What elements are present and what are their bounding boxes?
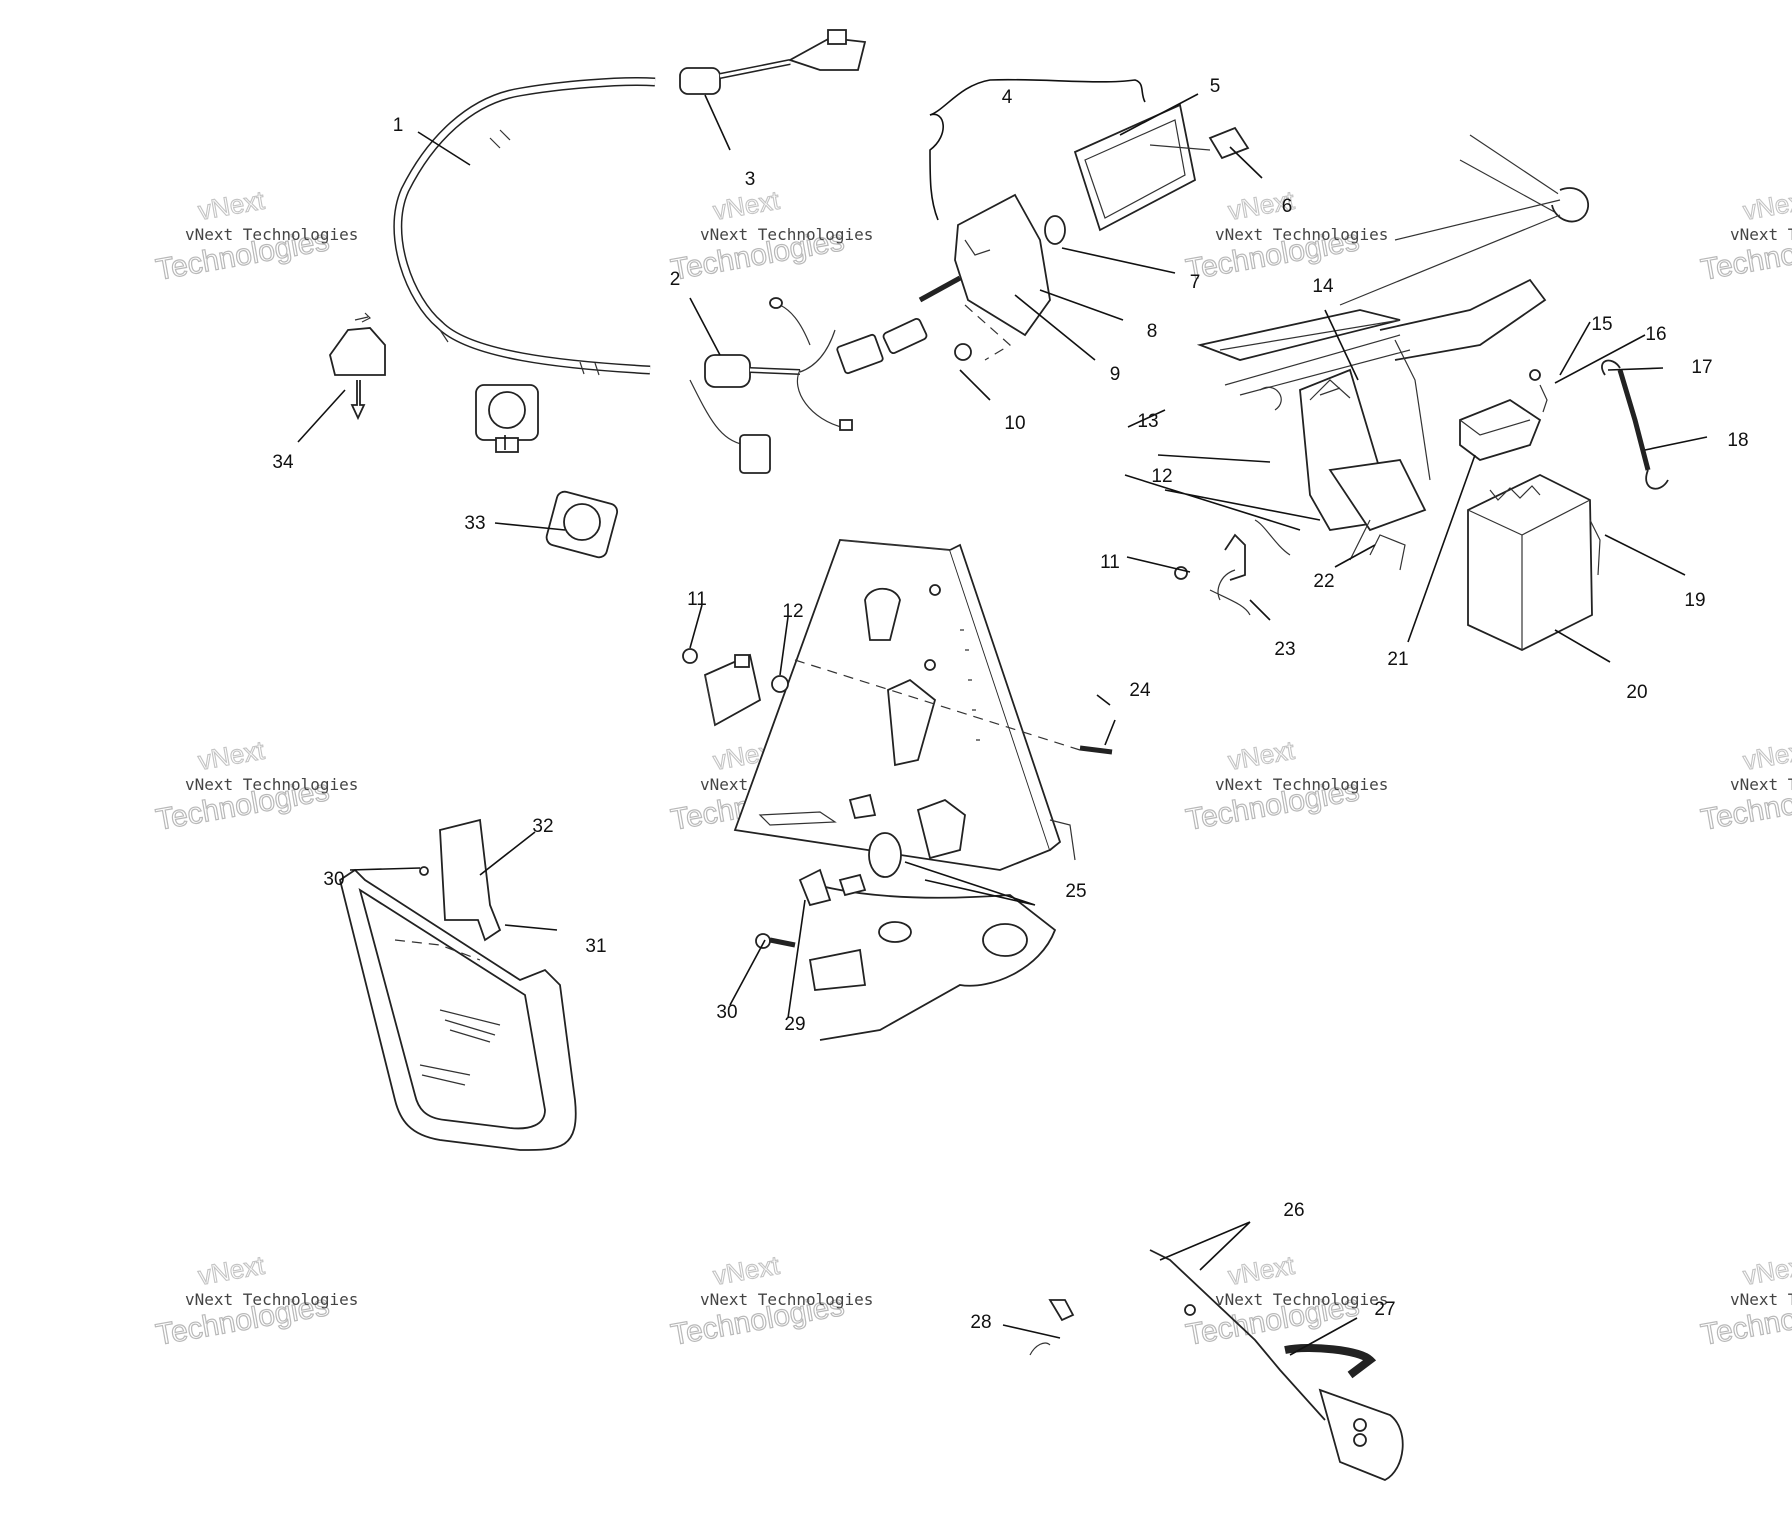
callout-30-right: 30 [716,1002,737,1023]
watermark-text: vNext Technologies [700,225,873,244]
callout-33: 33 [464,513,485,534]
watermark-text: vNext Technologies [1215,775,1388,794]
watermark-text: vNext Technologies [185,225,358,244]
callout-22: 22 [1313,571,1334,592]
watermark-text: vNext [196,1250,267,1291]
watermark-text: vNext Technologies [700,1290,873,1309]
watermark-text: vNext [1226,1250,1297,1291]
callout-13: 13 [1137,411,1158,432]
battery-20 [1459,398,1601,651]
callout-24: 24 [1129,680,1151,701]
callout-4: 4 [1002,87,1013,108]
watermark-text: vNext Technologies [185,1290,358,1309]
callout-8: 8 [1147,321,1158,342]
callout-32: 32 [532,816,553,837]
callout-25: 25 [1065,881,1086,902]
clamp-33 [475,384,619,559]
watermark-text: vNext Technologies [185,775,358,794]
callout-11-right: 11 [1100,552,1120,573]
callout-6: 6 [1282,196,1293,217]
watermark-text: vNext [196,185,267,226]
watermark-text: vNext Technologies [1215,1290,1388,1309]
callout-27: 27 [1374,1299,1395,1320]
clip-34 [329,312,386,421]
frame-rear [1196,134,1590,571]
watermark-text: vNext [1741,185,1792,226]
callout-28: 28 [970,1312,991,1333]
callout-23: 23 [1274,639,1295,660]
callout-14: 14 [1312,276,1334,297]
callout-26: 26 [1283,1200,1304,1221]
callout-10: 10 [1004,413,1025,434]
rear-guard-31-32 [338,818,577,1151]
callout-34: 34 [272,452,294,473]
watermark-text: vNext [1741,1250,1792,1291]
callout-12-right: 12 [1151,466,1172,487]
callout-layer: 1 2 3 4 5 6 7 8 9 10 11 11 12 12 13 14 1… [272,76,1748,1333]
frame-lower [799,819,1076,1041]
callout-12-left: 12 [782,601,803,622]
callout-31: 31 [585,936,606,957]
lower-right-parts-26-28 [1029,1249,1404,1481]
watermark-text: vNext Technologies [1730,225,1792,244]
callout-16: 16 [1645,324,1666,345]
callout-19: 19 [1684,590,1705,611]
watermark-text: vNext [1741,735,1792,776]
callout-15: 15 [1591,314,1612,335]
coil-11-12 [682,648,1113,755]
callout-3: 3 [745,169,756,190]
callout-11-left: 11 [687,589,707,610]
bracket-22-23 [1174,519,1291,616]
callout-17: 17 [1691,357,1712,378]
callout-20: 20 [1626,682,1647,703]
watermark-text: vNext Technologies [1730,775,1792,794]
callout-21: 21 [1387,649,1408,670]
callout-5: 5 [1210,76,1221,97]
leader-lines [297,78,1708,1356]
watermark-text: vNext [711,185,782,226]
watermark-text: vNext [711,1250,782,1291]
watermark-text: vNext Technologies [1730,1290,1792,1309]
watermark-text: vNext Technologies [1215,225,1388,244]
callout-29: 29 [784,1014,805,1035]
hardware-25-29-30 [755,868,867,949]
callout-1: 1 [393,115,404,136]
callout-7: 7 [1190,272,1201,293]
wiring-harness [393,29,884,474]
callout-2: 2 [670,269,681,290]
strap-18 [1529,359,1669,490]
center-panel [733,539,1062,878]
tail-light-assembly [882,103,1250,361]
watermark-text: vNext [1226,735,1297,776]
watermark-text: vNext [196,735,267,776]
callout-9: 9 [1110,364,1121,385]
callout-18: 18 [1727,430,1748,451]
callout-30-left: 30 [323,869,344,890]
